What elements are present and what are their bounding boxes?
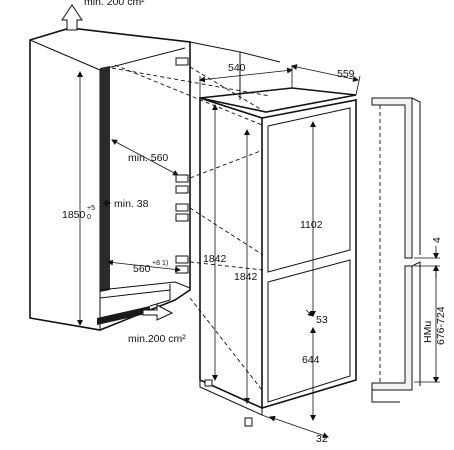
dim-1842-a-label: 1842	[203, 253, 227, 265]
dim-53	[305, 309, 314, 317]
dim-540-label: 540	[228, 62, 246, 74]
side-section	[371, 97, 421, 403]
dim-560-tol: +8	[152, 260, 160, 267]
dim-hmu-label: HMu	[422, 321, 434, 343]
dim-32	[261, 414, 329, 439]
dim-1850-label: 1850	[62, 209, 86, 221]
dim-hmu	[414, 265, 440, 383]
dim-53-label: 53	[316, 314, 328, 326]
dim-1850-tol-bot: 0	[87, 214, 91, 221]
dim-559	[291, 64, 361, 96]
dim-560-note: 1)	[162, 260, 168, 267]
dim-hmu-range: 676-724	[435, 306, 447, 345]
dim-1102-label: 1102	[300, 219, 323, 231]
dim-32-label: 32	[316, 433, 328, 445]
hinges	[175, 57, 189, 274]
vent-bottom-label: min.200 cm²	[128, 333, 186, 345]
alignment-lines	[111, 64, 271, 391]
vent-top-label: min. 200 cm²	[84, 0, 145, 8]
dim-559-label: 559	[337, 68, 355, 80]
dim-1842-b-label: 1842	[234, 271, 258, 283]
dim-min-560-label: min. 560	[128, 152, 168, 164]
dim-1850-tol-top: +5	[87, 205, 95, 212]
dim-4-label: 4	[431, 237, 443, 243]
dim-min-560	[111, 139, 179, 176]
dim-560-label: 560	[133, 263, 151, 275]
cabinet-door-panel	[189, 41, 281, 100]
dim-560	[107, 259, 181, 273]
vent-top-arrow	[61, 4, 83, 31]
cabinet-niche	[29, 27, 191, 331]
dim-min-38-label: min. 38	[114, 198, 149, 210]
vent-bottom-arrow	[142, 304, 174, 321]
dim-644-label: 644	[302, 354, 320, 366]
